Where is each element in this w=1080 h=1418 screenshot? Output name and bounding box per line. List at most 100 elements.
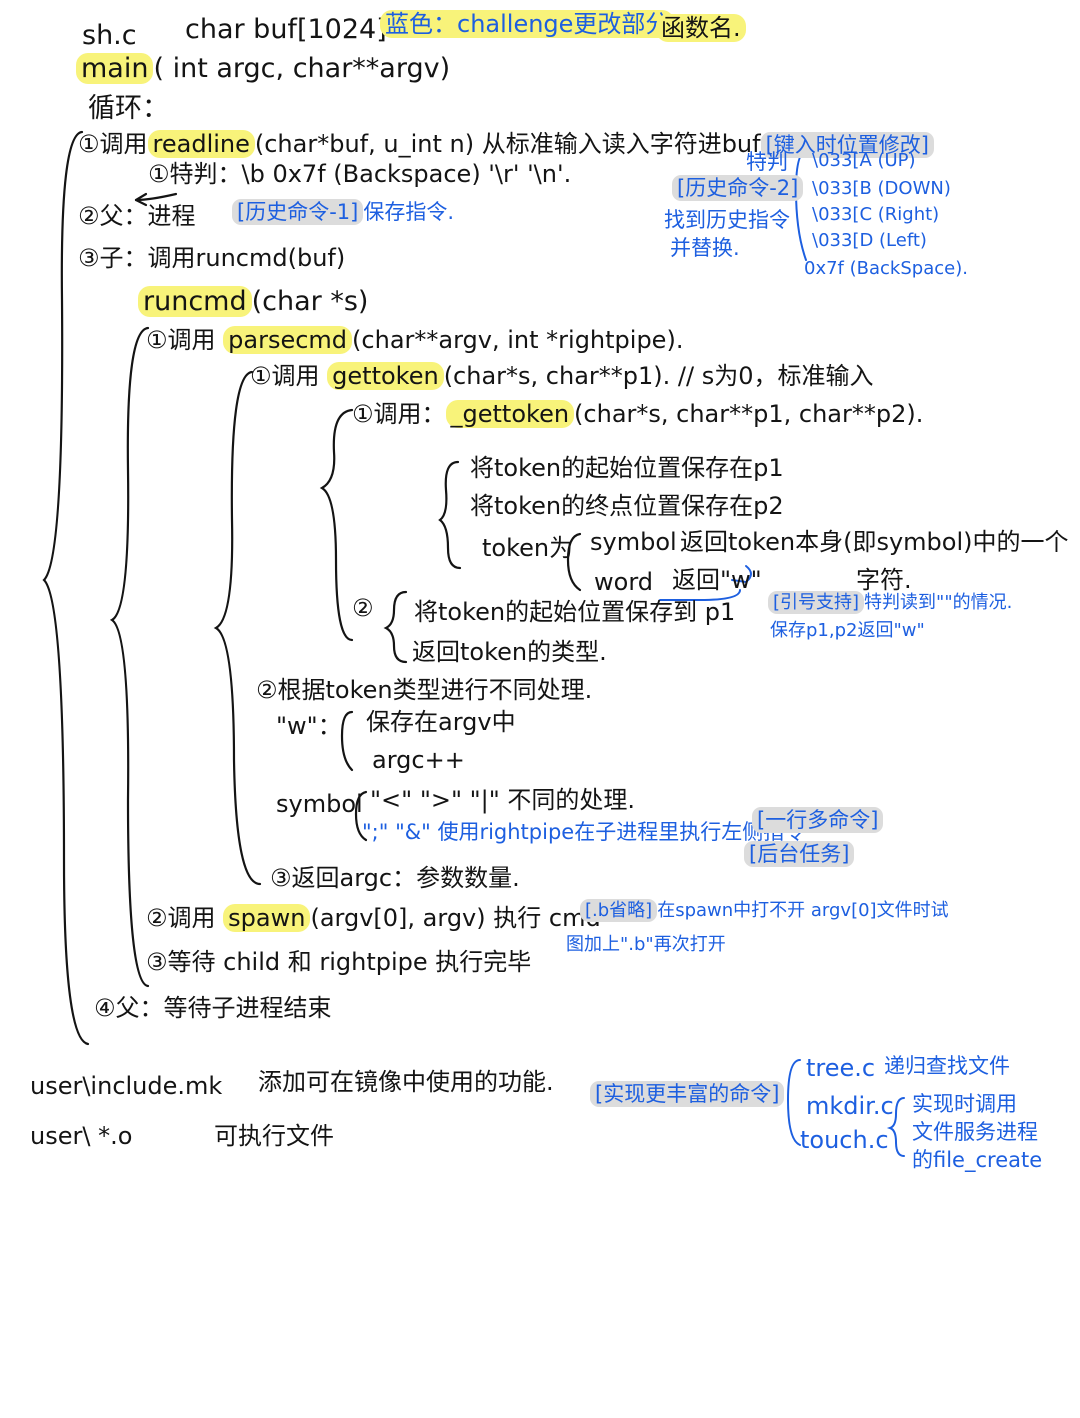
history2-box: [历史命令-2] — [672, 175, 804, 201]
spawn-prefix: ②调用 — [146, 904, 216, 932]
spawn-rest: (argv[0], argv) 执行 cmd — [310, 904, 601, 932]
multi-command-box: [一行多命令] — [752, 807, 884, 833]
b-omit-line2: 图加上".b"再次打开 — [566, 934, 726, 955]
loop-label: 循环： — [88, 93, 169, 124]
spawn-line: ②调用 spawn(argv[0], argv) 执行 cmd — [146, 904, 601, 932]
file-name: sh.c — [82, 20, 137, 51]
token-type-label: token为 — [482, 534, 574, 562]
include-mk-path: user\include.mk — [30, 1072, 223, 1100]
quote-rest: 特判读到""的情况. — [864, 592, 1013, 613]
gettoken-rest: (char*s, char**p1). // s为0，标准输入 — [443, 362, 874, 390]
wait-child-line: ③等待 child 和 rightpipe 执行完毕 — [146, 948, 532, 976]
gettoken-step2-return: 返回token的类型. — [412, 638, 607, 666]
main-brace — [42, 130, 90, 1046]
impl-line3: 的file_create — [912, 1148, 1043, 1172]
special-backspace: 0x7f (BackSpace). — [804, 258, 968, 279]
quote-support: [引号支持]特判读到""的情况. — [768, 591, 1013, 614]
w-argc-inc: argc++ — [372, 746, 465, 774]
special-up: \033[A (UP) — [812, 150, 916, 171]
tree-file: tree.c — [806, 1054, 876, 1082]
inner-gettoken-func: _gettoken — [445, 400, 575, 428]
symbol-rightpipe: ";" "&" 使用rightpipe在子进程里执行左侧指令 — [362, 820, 806, 844]
parent-wait-line: ④父：等待子进程结束 — [94, 994, 332, 1022]
parsecmd-line: ①调用 parsecmd(char**argv, int *rightpipe)… — [146, 326, 684, 354]
parsecmd-brace — [213, 370, 262, 886]
token-word-return: 返回"w" — [672, 566, 762, 594]
w-save-argv: 保存在argv中 — [366, 708, 516, 736]
impl-line1: 实现时调用 — [912, 1092, 1017, 1116]
legend-func-text: 函数名. — [656, 14, 746, 42]
richer-brace — [786, 1059, 801, 1146]
history1-box: [历史命令-1] — [232, 199, 364, 225]
parsecmd-prefix: ①调用 — [146, 326, 216, 354]
runcmd-brace — [109, 326, 150, 988]
main-params: ( int argc, char**argv) — [153, 53, 451, 84]
background-task-box: [后台任务] — [744, 841, 855, 867]
gettoken-brace — [319, 408, 354, 642]
spawn-func: spawn — [223, 904, 311, 932]
special-right: \033[C (Right) — [812, 204, 940, 225]
type-handling-title: ②根据token类型进行不同处理. — [256, 676, 593, 704]
return-argc: ③返回argc：参数数量. — [270, 864, 520, 892]
token-char-note: 字符. — [856, 566, 912, 594]
special-left: \033[D (Left) — [812, 230, 927, 251]
impl-line2: 文件服务进程 — [912, 1120, 1038, 1144]
sym-brace — [354, 790, 368, 842]
mkdir-file: mkdir.c — [806, 1092, 894, 1120]
inner-gettoken-rest: (char*s, char**p1, char**p2). — [574, 400, 924, 428]
quote-line2: 保存p1,p2返回"w" — [770, 620, 925, 641]
background-task-label: [后台任务] — [744, 841, 855, 867]
gt2-brace — [383, 590, 408, 664]
legend-blue: 蓝色：challenge更改部分 — [380, 10, 675, 38]
object-path: user\ *.o — [30, 1122, 133, 1150]
symbol-redirect: "<" ">" "|" 不同的处理. — [370, 786, 636, 814]
richer-commands-box: [实现更丰富的命令] — [590, 1081, 785, 1107]
token-start-note: 将token的起始位置保存在p1 — [470, 454, 784, 482]
history2-label: [历史命令-2] — [672, 175, 804, 201]
inner-gettoken-line: ①调用：_gettoken(char*s, char**p1, char**p2… — [352, 400, 924, 428]
inner-gettoken-prefix: ①调用： — [352, 400, 446, 428]
b-omit-note: [.b省略]在spawn中打不开 argv[0]文件时试 — [580, 899, 949, 922]
gettoken-step2-save: 将token的起始位置保存到 p1 — [414, 598, 736, 626]
readline-note: [键入时位置修改] — [760, 132, 934, 158]
tok-brace — [438, 460, 462, 570]
token-symbol: symbol — [590, 528, 677, 556]
history1-rest: 保存指令. — [363, 200, 455, 224]
parsecmd-rest: (char**argv, int *rightpipe). — [352, 326, 684, 354]
b-omit-label: [.b省略] — [580, 899, 658, 922]
gettoken-prefix: ①调用 — [250, 362, 320, 390]
parsecmd-func: parsecmd — [223, 326, 353, 354]
quote-arrow — [659, 589, 741, 601]
w-label: "w"： — [276, 712, 342, 740]
token-end-note: 将token的终点位置保存在p2 — [470, 492, 784, 520]
gettoken-line: ①调用 gettoken(char*s, char**p1). // s为0，标… — [250, 362, 874, 390]
object-desc: 可执行文件 — [214, 1122, 334, 1150]
readline-func: readline — [147, 130, 255, 158]
touch-file: touch.c — [800, 1126, 889, 1154]
buf-decl: char buf[1024] — [185, 14, 387, 45]
history1-arrow — [134, 192, 178, 202]
history2-line1: 找到历史指令 — [664, 208, 790, 232]
runcmd-func: runcmd — [138, 286, 252, 317]
child-step: ③子：调用runcmd(buf) — [78, 244, 346, 272]
legend-blue-text: 蓝色：challenge更改部分 — [380, 10, 675, 38]
runcmd-signature: runcmd(char *s) — [138, 286, 369, 317]
quote-label: [引号支持] — [768, 591, 865, 614]
main-signature: main( int argc, char**argv) — [76, 53, 451, 84]
special-brace — [794, 149, 809, 261]
token-symbol-return: 返回token本身(即symbol)中的一个 — [680, 528, 1069, 556]
multi-command-label: [一行多命令] — [752, 807, 884, 833]
history1: [历史命令-1]保存指令. — [232, 199, 455, 225]
runcmd-params: (char *s) — [251, 286, 369, 317]
readline-rest: (char*buf, u_int n) 从标准输入读入字符进buf — [254, 130, 761, 158]
main-func-name: main — [76, 53, 154, 84]
gettoken-step2-num: ② — [352, 594, 374, 622]
richer-commands-label: [实现更丰富的命令] — [590, 1081, 785, 1107]
parent-step: ②父：进程 — [78, 202, 196, 230]
special-down: \033[B (DOWN) — [812, 178, 951, 199]
tree-desc: 递归查找文件 — [884, 1054, 1010, 1078]
readline-special: ①特判：\b 0x7f (Backspace) '\r' '\n'. — [148, 160, 572, 188]
impl-brace — [886, 1097, 905, 1157]
